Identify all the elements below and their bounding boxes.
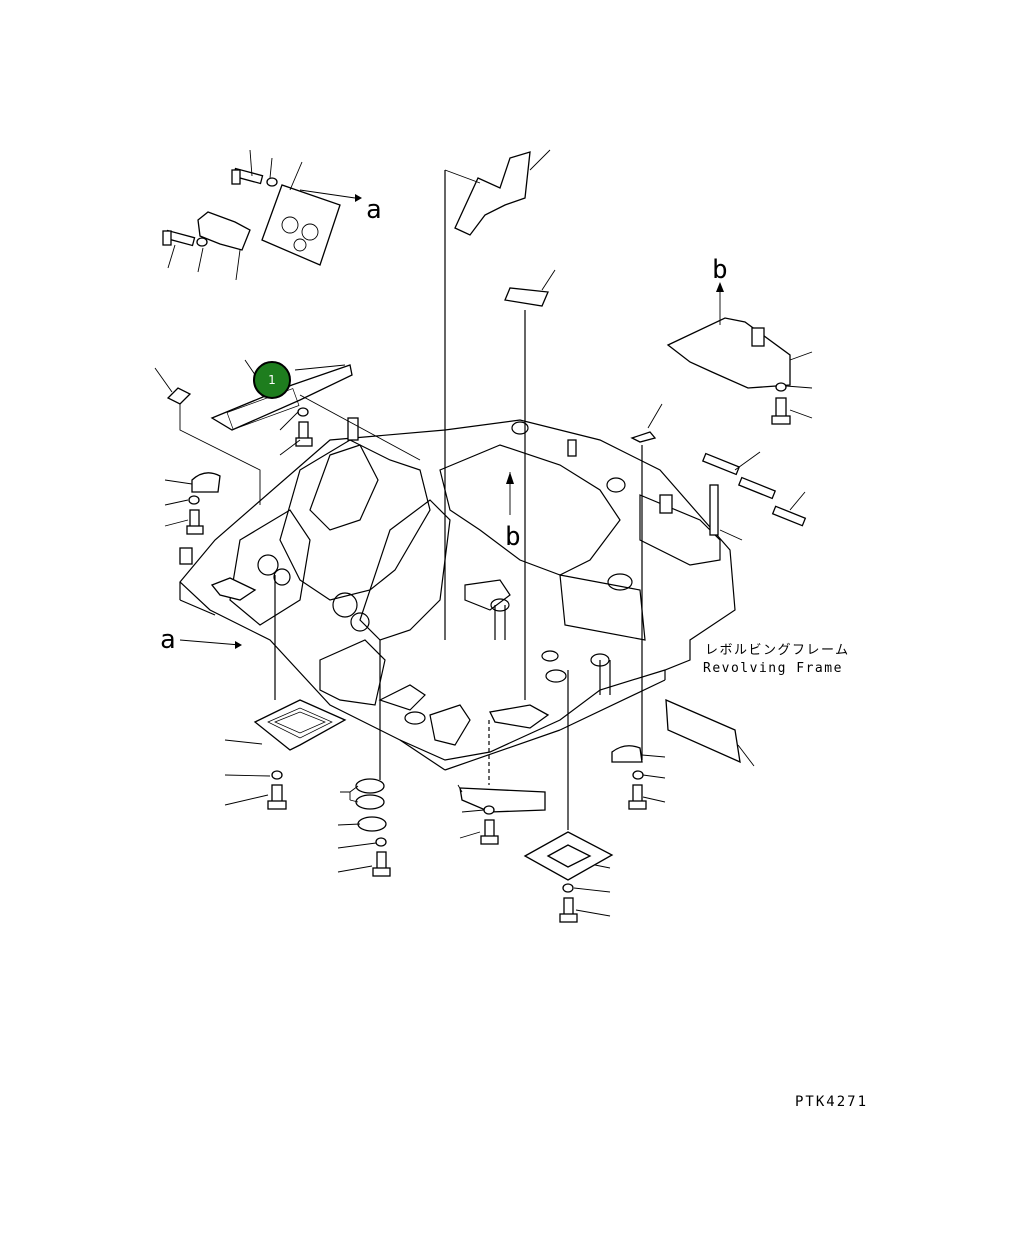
view-label-b-top: b	[712, 255, 728, 285]
drawing-code: PTK4271	[795, 1094, 868, 1110]
bolt-icon	[372, 851, 391, 877]
center-lower-plate	[457, 704, 550, 845]
washer-icon	[188, 495, 200, 505]
lower-right-plate	[523, 670, 614, 923]
bolt-icon	[231, 167, 264, 185]
bolt-icon	[480, 819, 499, 845]
upper-cover-plate	[444, 149, 551, 640]
washer-icon	[297, 407, 309, 417]
small-pad	[504, 287, 549, 307]
lower-left-mesh-plate	[224, 575, 347, 810]
right-lower-parts	[611, 698, 755, 810]
bolt-icon	[628, 784, 647, 810]
right-cover-plate	[666, 282, 813, 425]
washer-icon	[266, 177, 278, 187]
view-label-a-top: a	[366, 195, 382, 225]
bolt-icon	[162, 229, 196, 247]
bolt-icon	[559, 897, 578, 923]
bolt-icon	[267, 784, 287, 810]
center-b-marker	[506, 472, 514, 515]
lower-center-plates	[337, 640, 391, 877]
view-label-b-center: b	[505, 522, 521, 552]
washer-icon	[562, 883, 574, 893]
arrow-icon	[506, 472, 514, 484]
right-bars	[630, 403, 807, 760]
top-plate-assembly	[162, 149, 362, 281]
washer-icon	[483, 805, 495, 815]
washer-icon	[271, 770, 283, 780]
callout-number: 1	[268, 373, 276, 387]
revolving-frame-body	[179, 417, 736, 771]
bolt-icon	[186, 509, 204, 535]
frame-caption-en: Revolving Frame	[703, 661, 843, 676]
arrow-icon	[716, 282, 724, 292]
arrow-icon	[355, 194, 362, 202]
washer-icon	[775, 382, 787, 392]
left-side-parts	[164, 472, 257, 649]
bolt-icon	[771, 397, 791, 425]
washer-icon	[375, 837, 387, 847]
frame-caption-jp: レボルビングフレーム	[705, 643, 850, 658]
bolt-icon	[295, 421, 313, 447]
washer-icon	[196, 237, 208, 247]
callout-1[interactable]: 1	[253, 361, 291, 399]
arrow-icon	[235, 641, 242, 649]
view-label-a-left: a	[160, 625, 176, 655]
washer-icon	[632, 770, 644, 780]
left-plate-assembly	[154, 359, 421, 505]
